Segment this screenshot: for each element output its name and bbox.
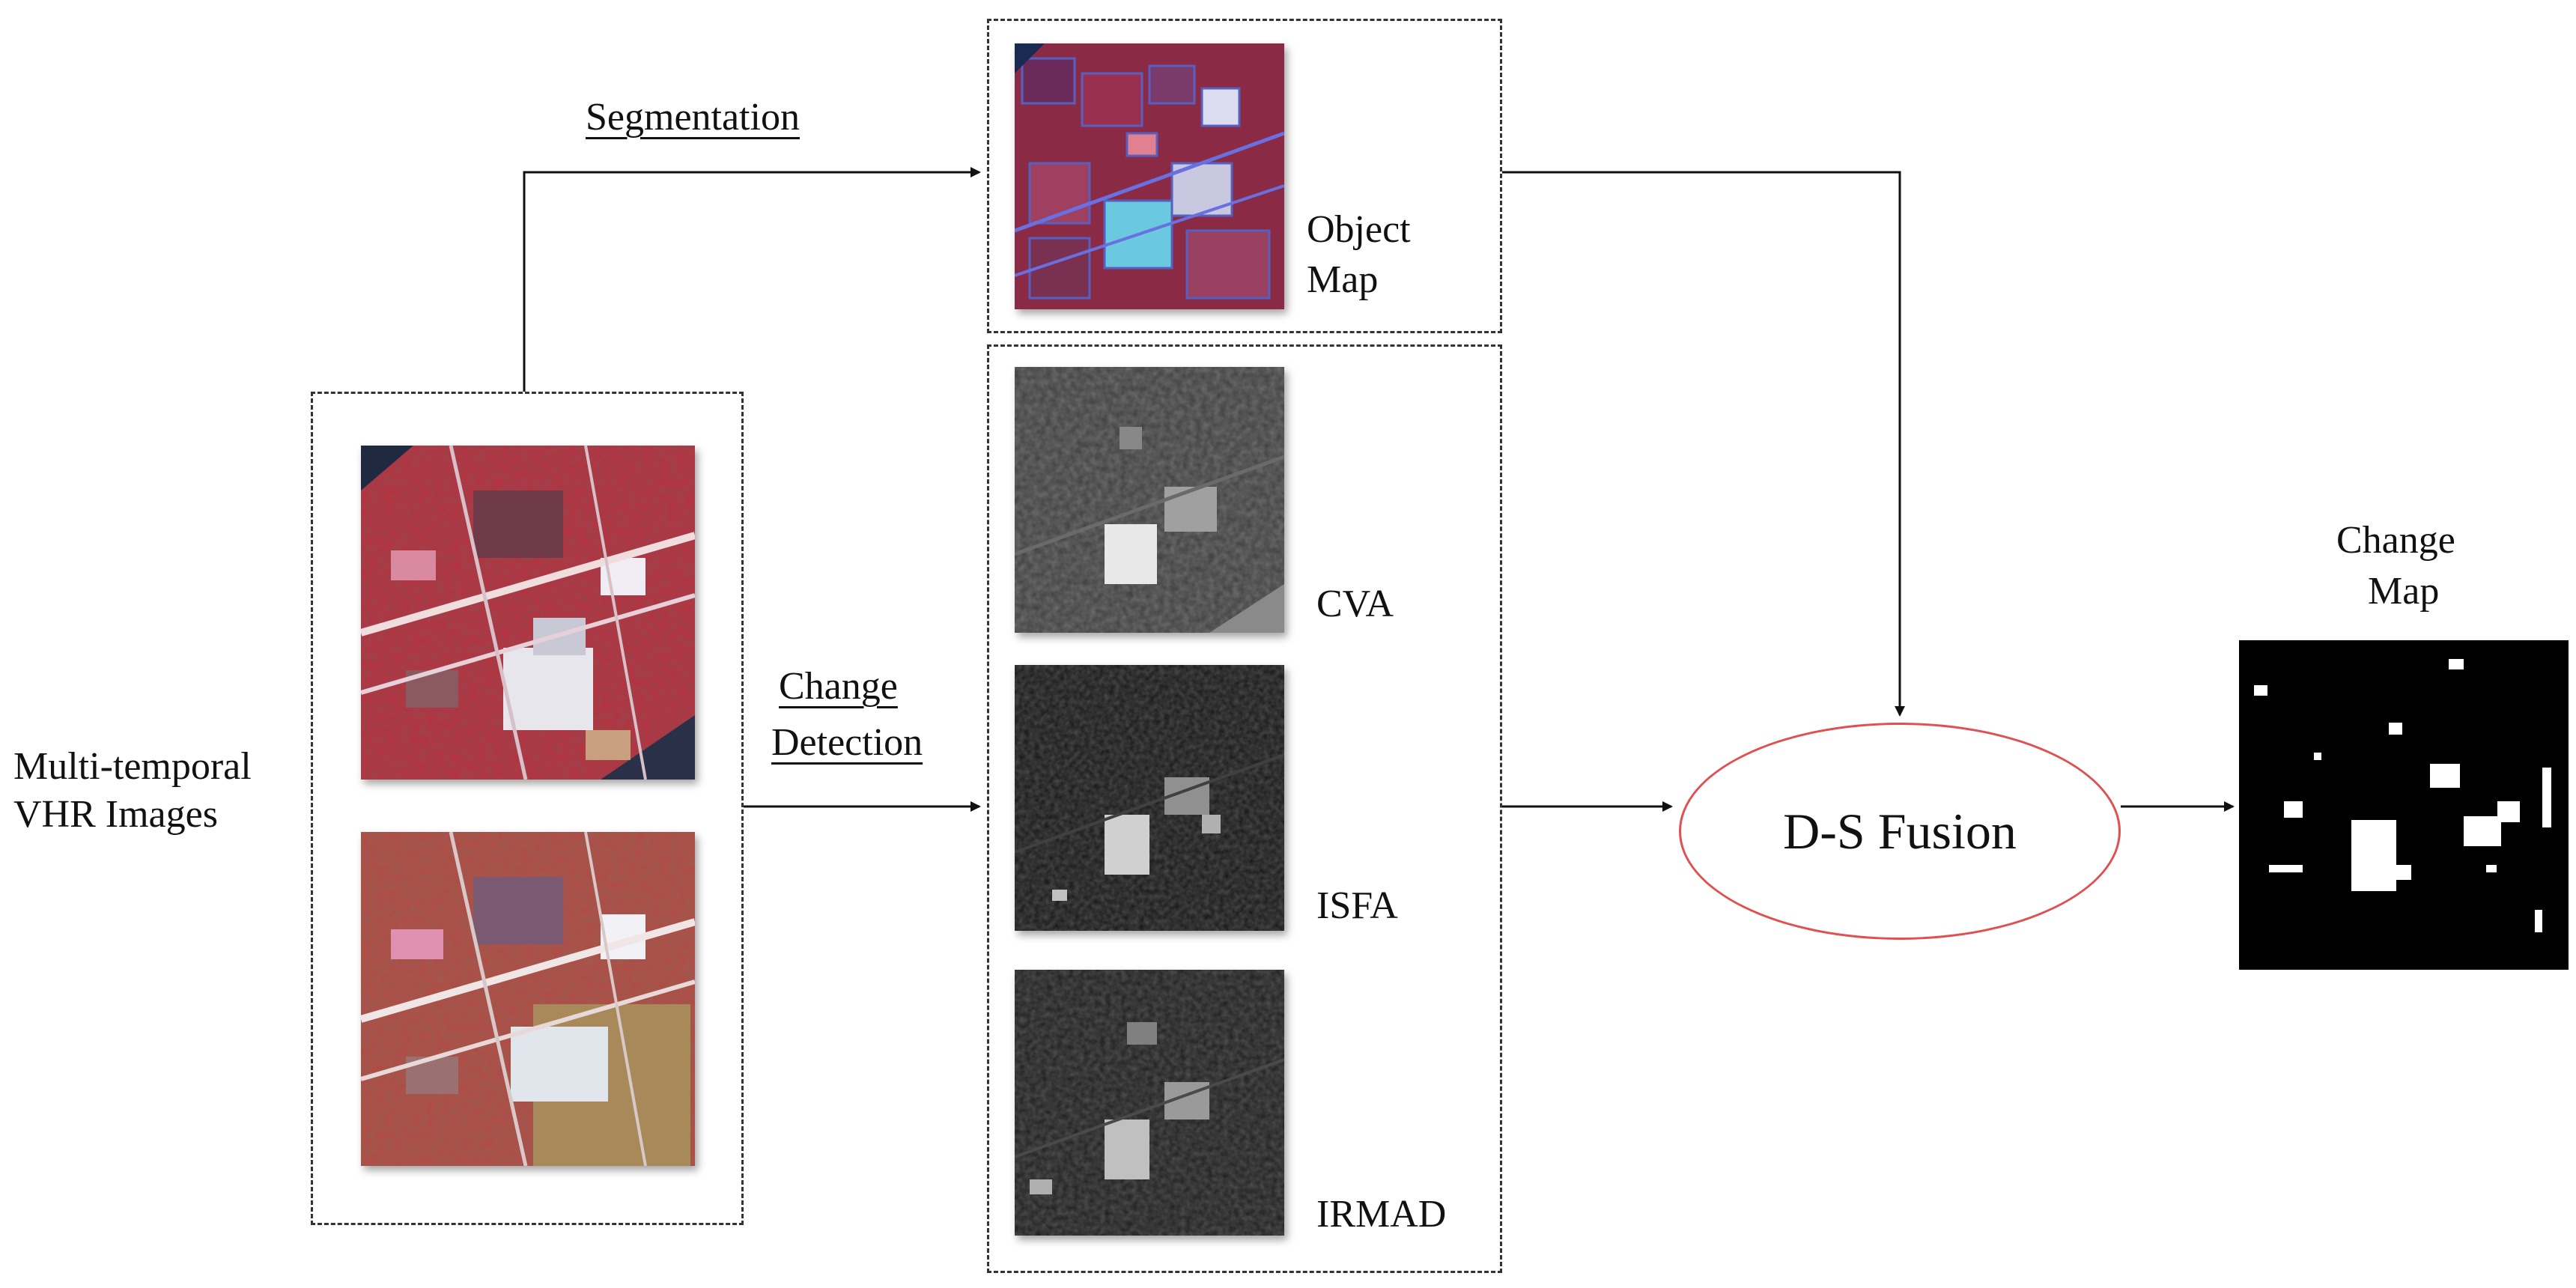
segmentation-edge-label: Segmentation	[586, 96, 800, 139]
object-map-label-line1: Object	[1307, 208, 1411, 251]
method-isfa-label: ISFA	[1316, 884, 1398, 927]
input-label-line1: Multi-temporal	[13, 745, 252, 788]
isfa-image	[1015, 665, 1284, 931]
change-map-image	[2239, 640, 2569, 970]
image-t1	[361, 446, 695, 780]
change-detection-label-line2: Detection	[771, 721, 923, 764]
ds-fusion-label: D-S Fusion	[1783, 802, 2017, 860]
input-label-line2: VHR Images	[13, 793, 218, 836]
arrow-to-segmentation	[523, 167, 981, 392]
change-map-label-line1: Change	[2336, 519, 2455, 562]
change-detection-label-line1: Change	[779, 665, 898, 708]
cva-image	[1015, 367, 1284, 633]
method-irmad-label: IRMAD	[1316, 1193, 1447, 1236]
change-map-label-line2: Map	[2368, 570, 2440, 613]
ds-fusion-node: D-S Fusion	[1679, 723, 2121, 940]
change-detection-box	[987, 344, 1502, 1273]
arrow-object-map-to-fusion	[1502, 171, 1905, 717]
object-map-image	[1015, 43, 1284, 309]
input-images-box	[311, 392, 744, 1225]
method-cva-label: CVA	[1316, 583, 1394, 625]
object-map-label-line2: Map	[1307, 258, 1379, 301]
irmad-image	[1015, 970, 1284, 1236]
object-map-box	[987, 19, 1502, 333]
image-t2	[361, 832, 695, 1166]
